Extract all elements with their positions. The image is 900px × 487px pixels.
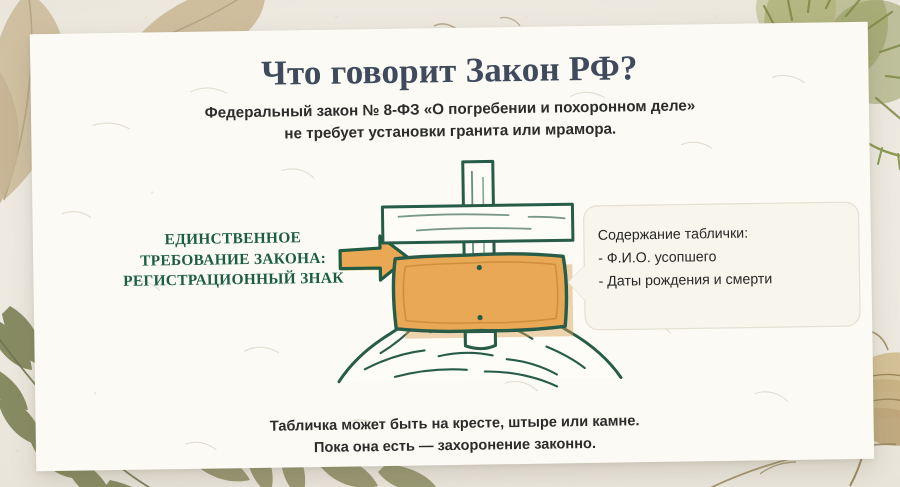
plaque-contents-callout — [567, 201, 861, 331]
page-title: Что говорит Закон РФ? — [260, 48, 639, 93]
subtitle-line-2: не требует установки гранита или мрамора… — [284, 120, 617, 143]
subtitle: Федеральный закон № 8-ФЗ «О погребении и… — [31, 93, 870, 149]
grave-cross-with-plaque-illustration — [337, 159, 623, 388]
law-requirement-label: ЕДИНСТВЕННОЕ ТРЕБОВАНИЕ ЗАКОНА: РЕГИСТРА… — [103, 227, 364, 293]
callout-item-2: - Даты рождения и смерти — [598, 271, 773, 290]
plaque-contents-text: Содержание таблички: - Ф.И.О. усопшего -… — [598, 221, 849, 294]
subtitle-line-1: Федеральный закон № 8-ФЗ «О погребении и… — [204, 97, 696, 122]
law-requirement-line-3: РЕГИСТРАЦИОННЫЙ ЗНАК — [123, 269, 344, 291]
paper-fiber-texture — [61, 71, 842, 451]
content-card: Что говорит Закон РФ? Федеральный закон … — [29, 21, 875, 472]
footer-note: Табличка может быть на кресте, штыре или… — [36, 408, 875, 464]
